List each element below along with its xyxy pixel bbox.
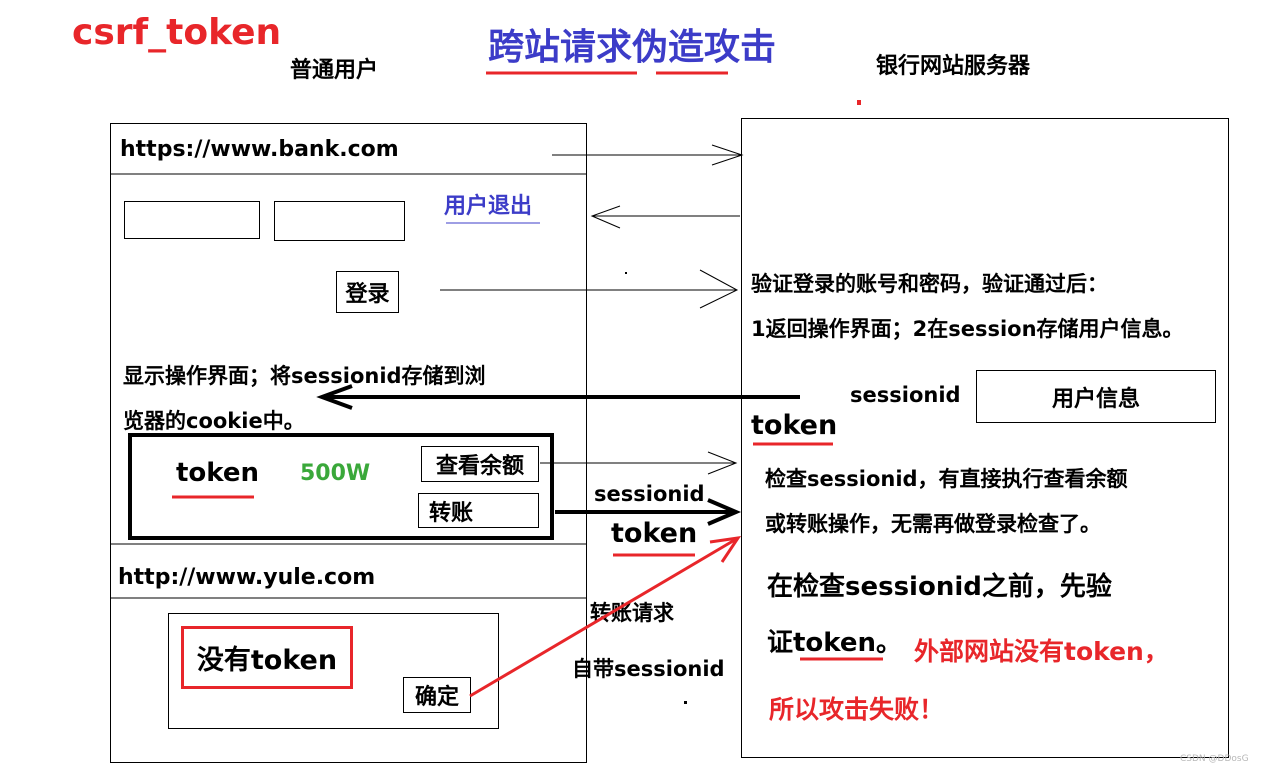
no-token-box: 没有token [181, 626, 353, 689]
display-text-line1: 显示操作界面；将sessionid存储到浏 [123, 364, 486, 388]
user-info-box: 用户信息 [976, 370, 1216, 423]
watermark: CSDN @DDosG [1180, 754, 1249, 764]
yule-url[interactable]: http://www.yule.com [118, 565, 376, 590]
attack-fail-line2: 所以攻击失败！ [769, 695, 945, 724]
sessionid-label-top: sessionid [850, 383, 961, 407]
balance-amount: 500W [300, 461, 371, 486]
password-input[interactable] [274, 201, 405, 241]
server-token: token [751, 410, 838, 441]
before-line1: 在检查sessionid之前，先验 [767, 572, 1112, 602]
transfer-request-label: 转账请求 [590, 601, 674, 625]
sessionid-label-mid: sessionid [594, 482, 705, 506]
attack-fail-line1: 外部网站没有token， [914, 637, 1169, 666]
transfer-button[interactable]: 转账 [418, 493, 539, 528]
server-label: 银行网站服务器 [876, 54, 1031, 79]
main-title: 跨站请求伪造攻击 [488, 27, 777, 68]
browser-window [110, 123, 587, 763]
check-line2: 或转账操作，无需再做登录检查了。 [765, 512, 1101, 536]
check-line1: 检查sessionid，有直接执行查看余额 [765, 467, 1128, 491]
with-sessionid-label: 自带sessionid [572, 657, 725, 681]
verify-line1: 验证登录的账号和密码，验证通过后： [751, 272, 1108, 296]
confirm-button[interactable]: 确定 [403, 677, 471, 713]
user-label: 普通用户 [290, 58, 379, 83]
token-label-mid: token [611, 518, 698, 549]
login-button[interactable]: 登录 [336, 271, 399, 313]
check-balance-button[interactable]: 查看余额 [421, 446, 539, 482]
operation-panel [128, 433, 554, 540]
server-panel [741, 118, 1229, 758]
csrf-title: csrf_token [72, 12, 282, 53]
logout-link[interactable]: 用户退出 [444, 194, 533, 219]
username-input[interactable] [124, 201, 260, 239]
panel-token: token [176, 458, 260, 488]
bank-url[interactable]: https://www.bank.com [120, 137, 399, 162]
verify-line2: 1返回操作界面；2在session存储用户信息。 [751, 317, 1184, 341]
display-text-line2: 览器的cookie中。 [123, 409, 305, 433]
before-line2: 证token。 [767, 628, 903, 658]
